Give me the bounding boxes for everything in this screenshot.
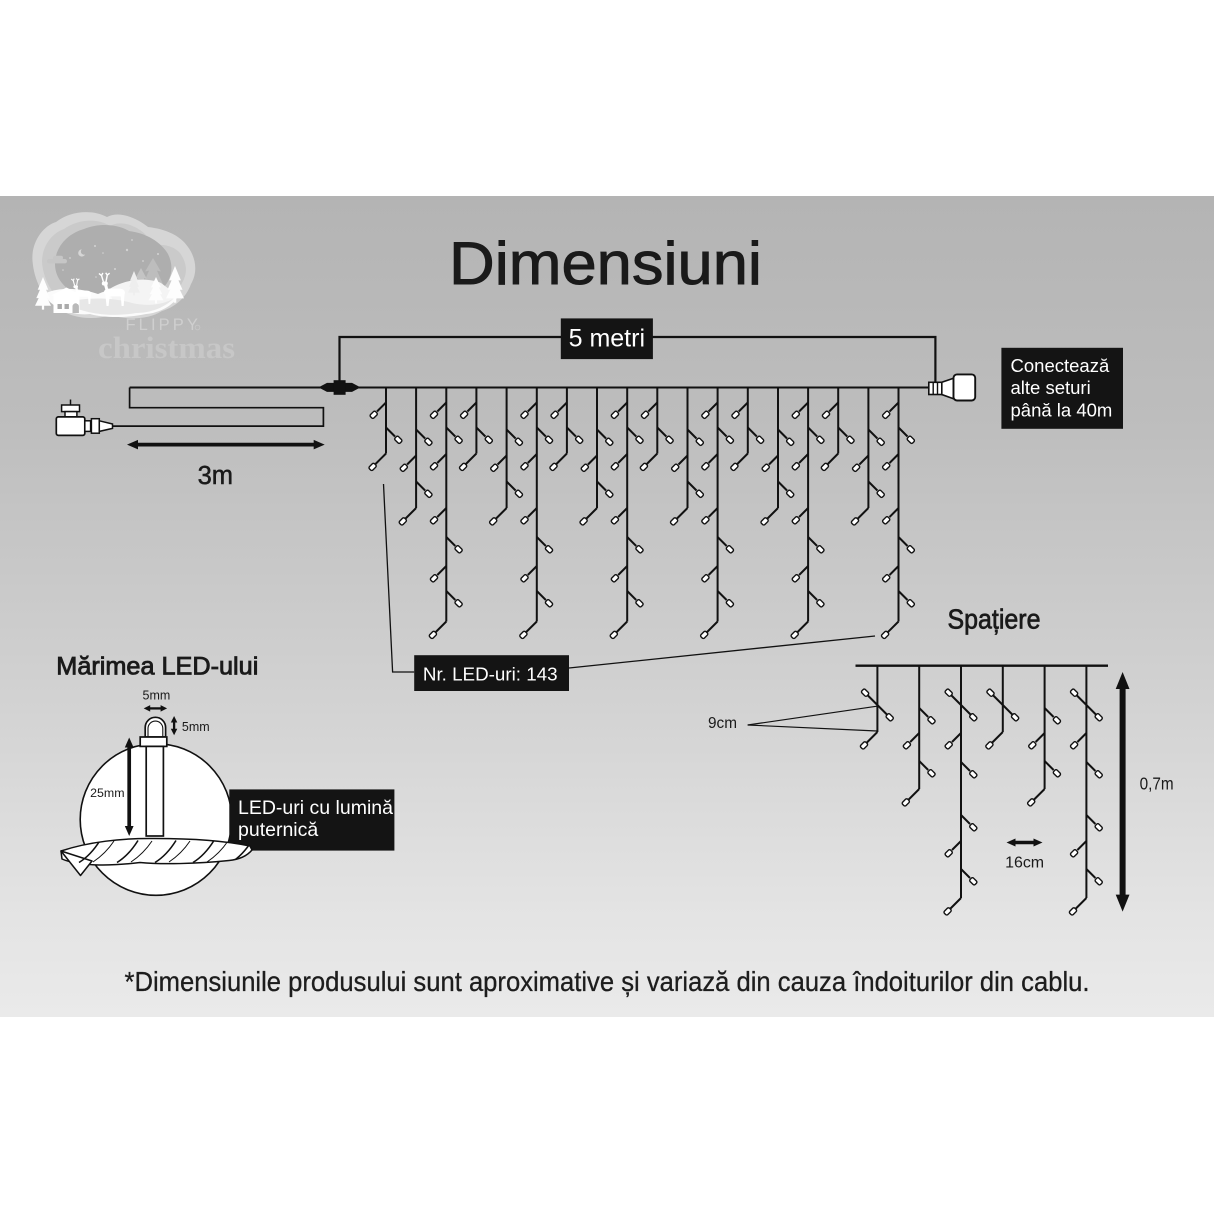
svg-text:Nr. LED-uri: 143: Nr. LED-uri: 143 bbox=[423, 664, 558, 685]
svg-text:alte seturi: alte seturi bbox=[1011, 377, 1091, 398]
svg-text:Dimensiuni: Dimensiuni bbox=[449, 230, 762, 297]
svg-text:5 metri: 5 metri bbox=[569, 324, 645, 352]
svg-text:Spațiere: Spațiere bbox=[948, 604, 1041, 635]
svg-text:Conectează: Conectează bbox=[1011, 355, 1110, 376]
svg-text:9cm: 9cm bbox=[708, 715, 737, 732]
svg-text:25mm: 25mm bbox=[90, 786, 124, 800]
svg-text:LED-uri cu lumină: LED-uri cu lumină bbox=[238, 797, 393, 819]
svg-text:3m: 3m bbox=[198, 462, 233, 490]
svg-text:puternică: puternică bbox=[238, 819, 318, 841]
svg-text:5mm: 5mm bbox=[182, 720, 210, 734]
svg-text:până la 40m: până la 40m bbox=[1011, 399, 1113, 420]
svg-text:5mm: 5mm bbox=[143, 688, 171, 702]
svg-text:*Dimensiunile produsului sunt: *Dimensiunile produsului sunt aproximati… bbox=[125, 966, 1090, 997]
svg-text:christmas: christmas bbox=[98, 330, 235, 365]
svg-text:16cm: 16cm bbox=[1005, 854, 1044, 871]
svg-text:Mărimea LED-ului: Mărimea LED-ului bbox=[56, 653, 258, 681]
svg-text:0,7m: 0,7m bbox=[1140, 774, 1174, 794]
svg-text:FLIPPY: FLIPPY bbox=[126, 316, 201, 334]
